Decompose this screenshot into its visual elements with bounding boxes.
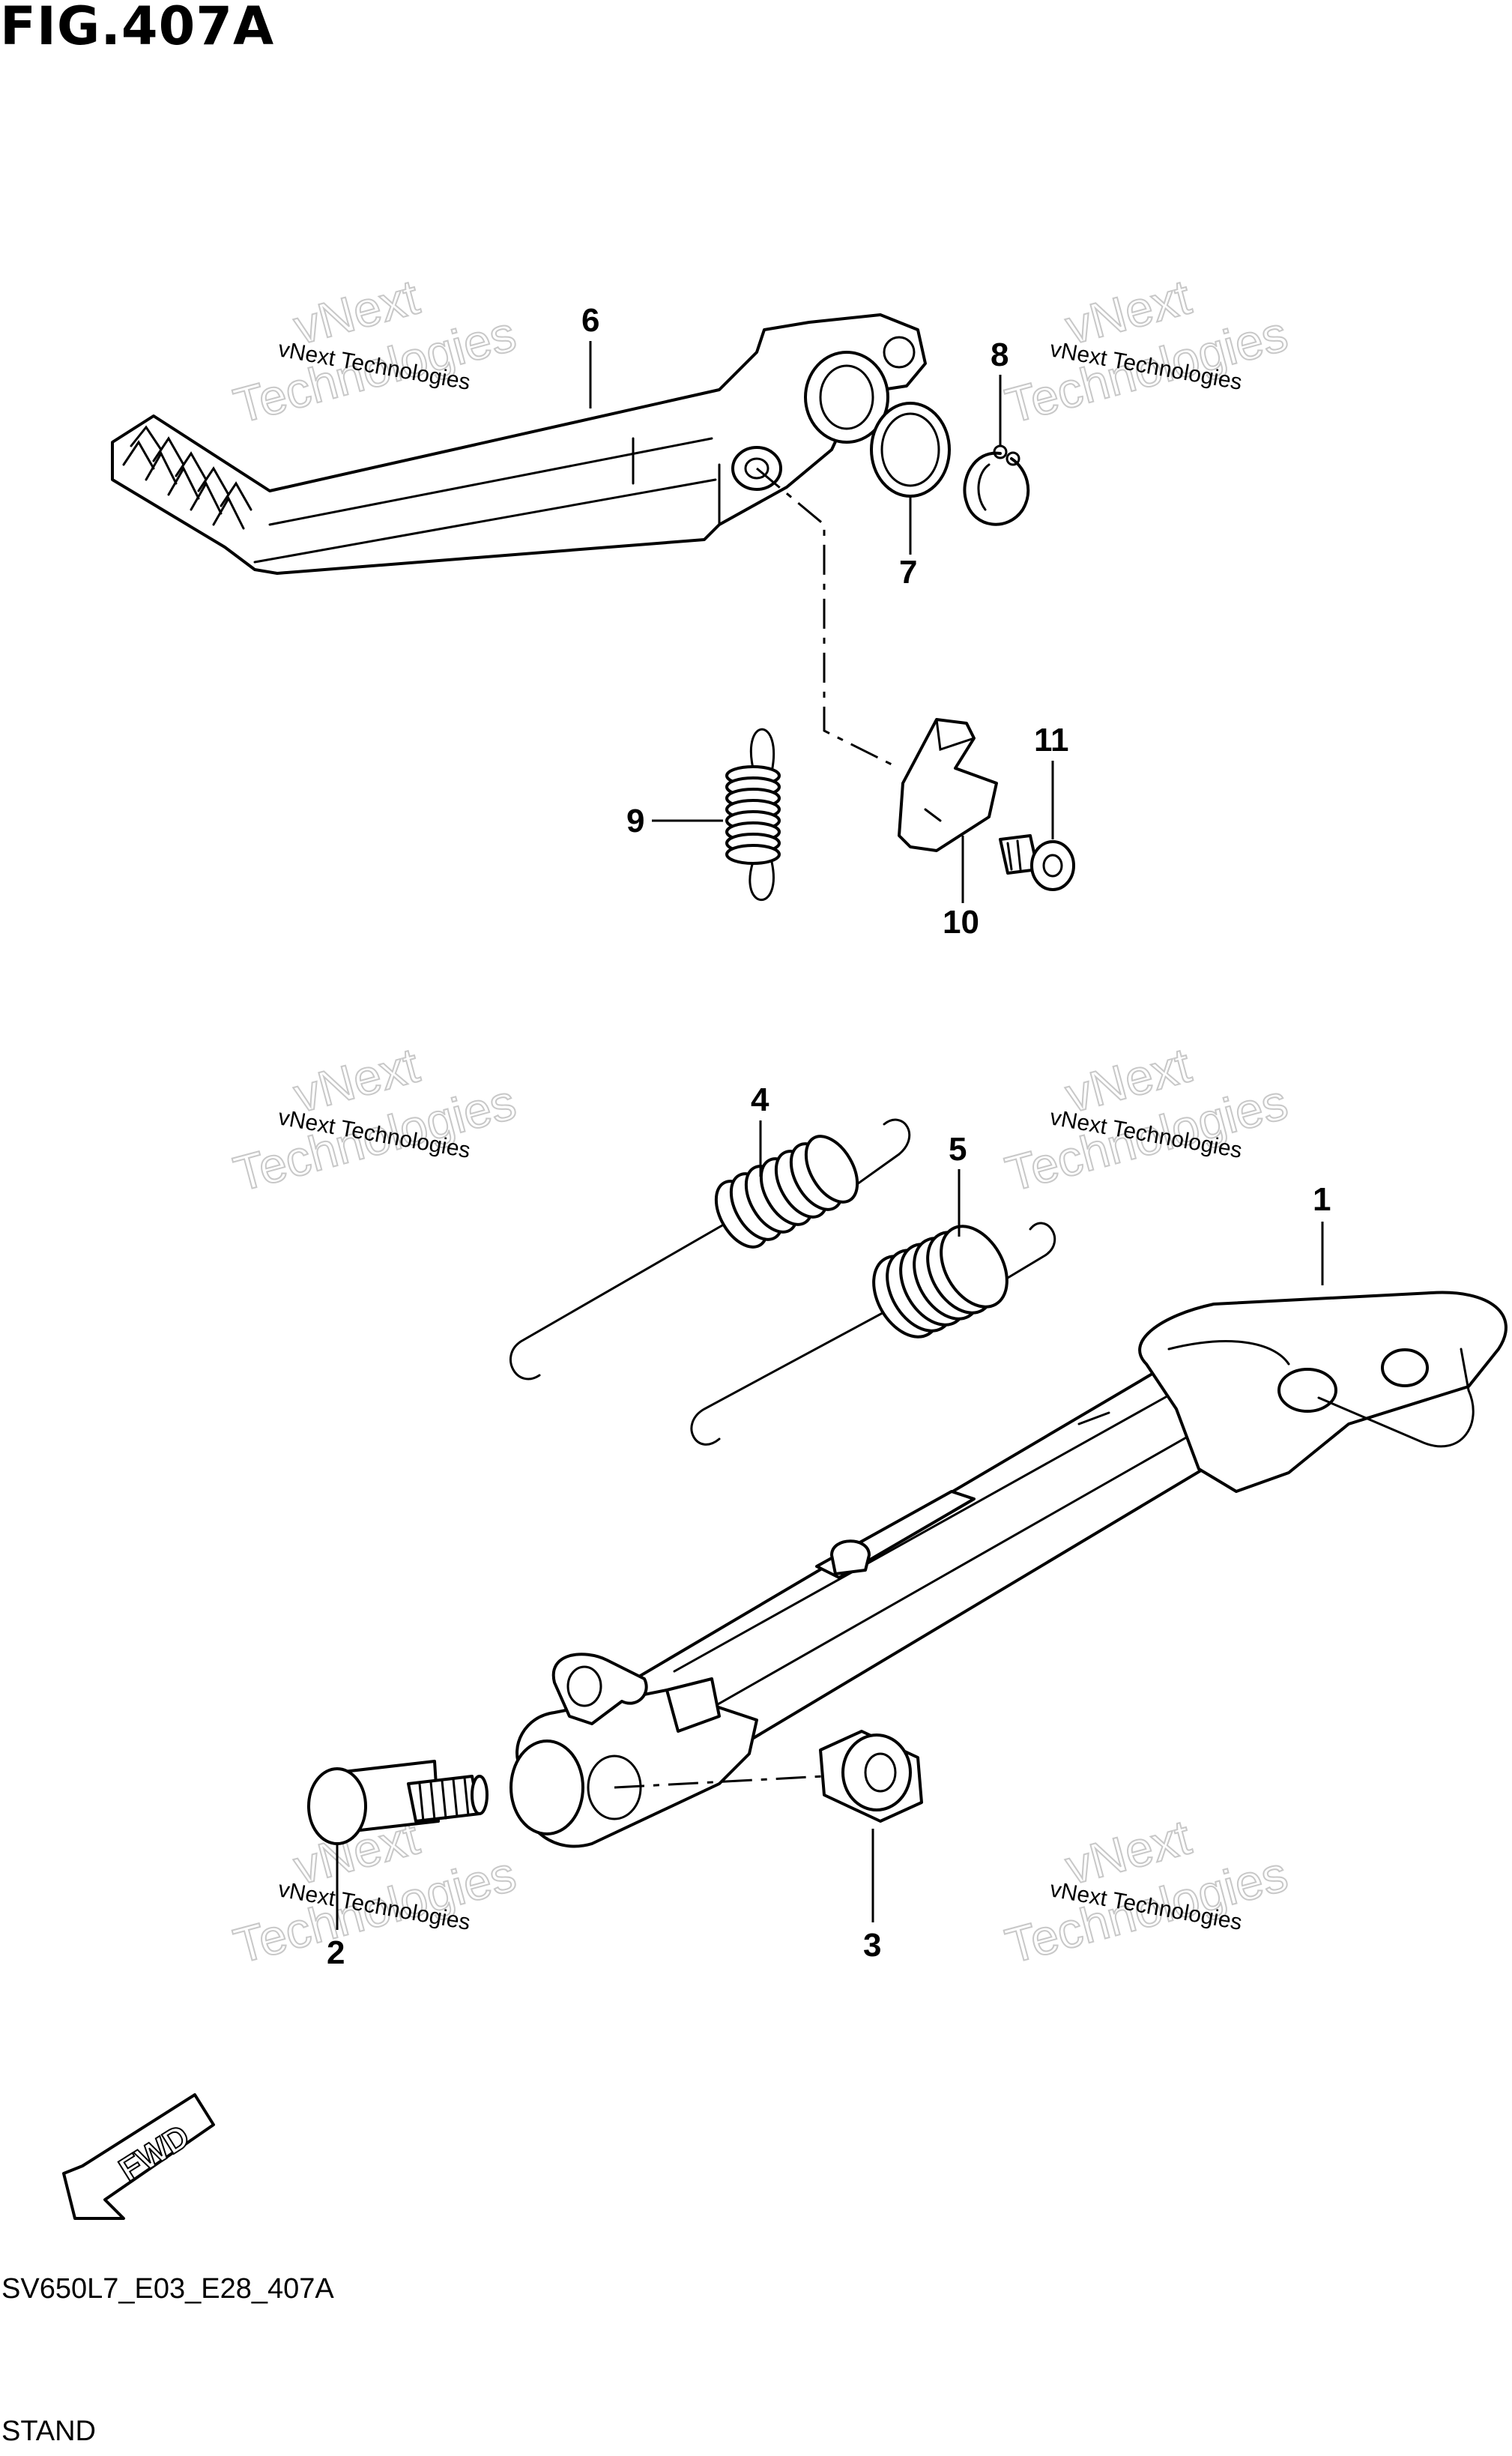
- pivot-bolt-part-2: [307, 1760, 489, 1845]
- watermark-middle-left: Technologies vNext vNext Technologies: [227, 1036, 521, 1202]
- callout-10: 10: [943, 904, 979, 941]
- fwd-direction-arrow: FWD: [62, 2093, 215, 2220]
- figure-code: SV650L7_E03_E28_407A: [1, 2273, 334, 2305]
- bolt-part-11: [999, 834, 1075, 891]
- o-ring-part-7: [870, 402, 951, 498]
- watermark-middle-right: Technologies vNext vNext Technologies: [999, 1036, 1293, 1202]
- callout-11: 11: [1034, 722, 1069, 758]
- stand-spring-part-5: [690, 1222, 1056, 1446]
- side-stand-part-1: [509, 1291, 1508, 1848]
- figure-title: FIG.407A: [0, 0, 275, 57]
- watermark-top-right: Technologies vNext vNext Technologies: [999, 268, 1293, 434]
- callout-4: 4: [751, 1081, 769, 1118]
- stand-spring-part-4: [509, 1118, 911, 1381]
- watermark-top-left: Technologies vNext vNext Technologies: [227, 268, 521, 434]
- watermark-bottom-left: Technologies vNext vNext Technologies: [227, 1808, 521, 1974]
- return-spring-part-9: [725, 728, 781, 902]
- callout-5: 5: [949, 1131, 967, 1168]
- callout-7: 7: [899, 554, 917, 591]
- bracket-part-10: [898, 718, 998, 852]
- figure-name: STAND: [1, 2416, 96, 2447]
- callout-1: 1: [1313, 1181, 1331, 1218]
- callout-2: 2: [327, 1934, 345, 1971]
- callout-9: 9: [626, 803, 644, 839]
- circlip-part-8: [963, 444, 1030, 526]
- callout-3: 3: [863, 1927, 881, 1964]
- callout-8: 8: [991, 337, 1008, 373]
- callout-6: 6: [581, 302, 599, 339]
- brake-pedal-part-6: [111, 313, 927, 575]
- nut-part-3: [819, 1730, 923, 1823]
- watermark-bottom-right: Technologies vNext vNext Technologies: [999, 1808, 1293, 1974]
